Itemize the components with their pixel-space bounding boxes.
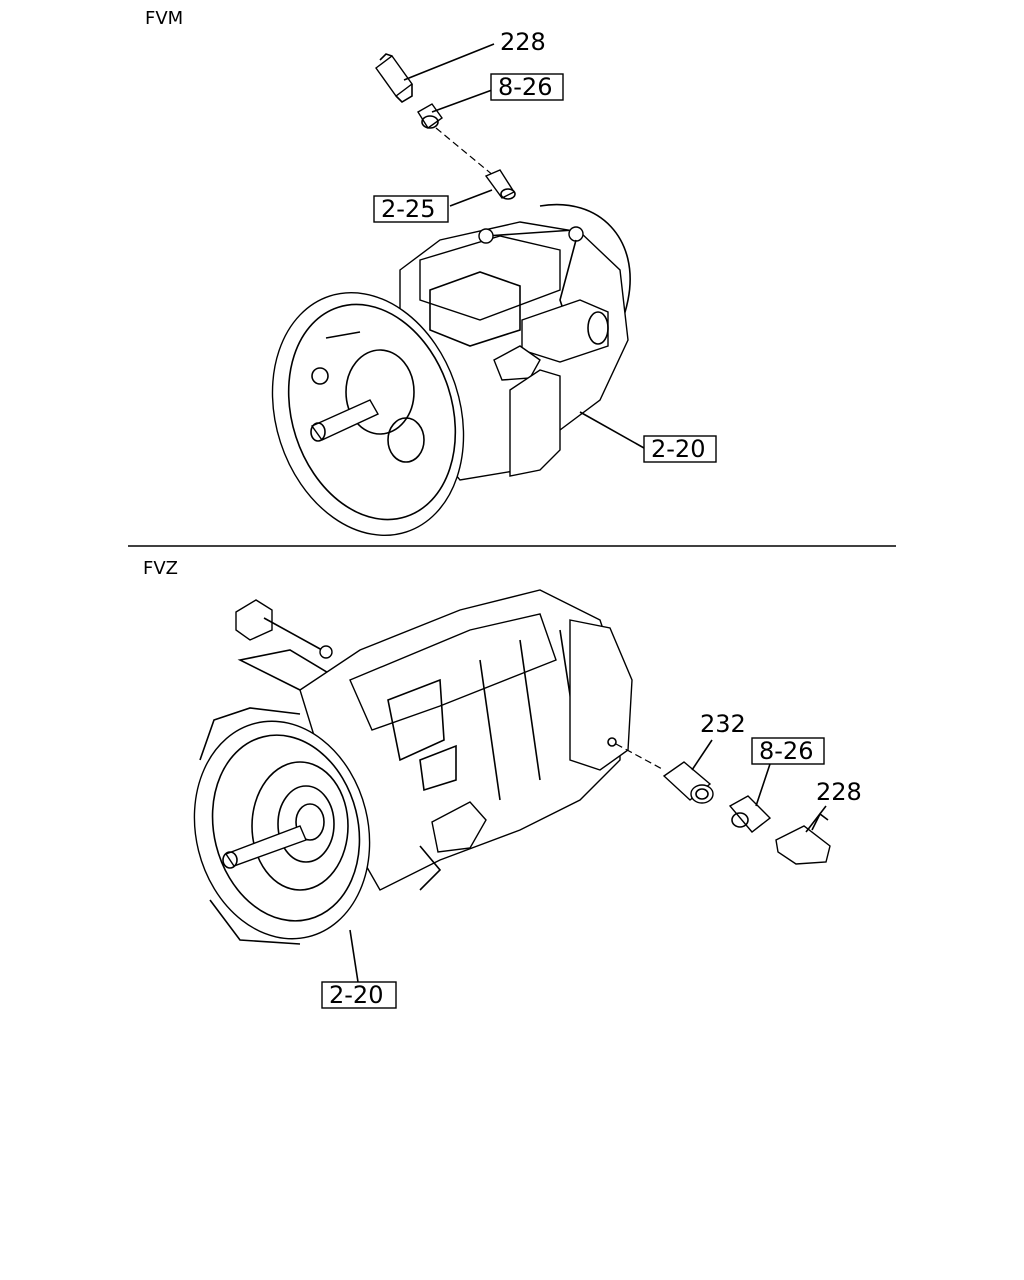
transmission-fvz	[193, 589, 633, 945]
switch-8-26-top	[417, 103, 443, 130]
callout-box-2-20-top	[643, 435, 717, 463]
section-title-fvm: FVM	[145, 8, 183, 29]
callout-box-8-26-bottom	[751, 737, 825, 765]
connector-228-top	[375, 53, 413, 104]
callout-box-2-20-bottom	[321, 981, 397, 1009]
callout-2-25-top: 2-25	[381, 195, 435, 223]
callout-228-bottom: 228	[816, 778, 862, 806]
switch-8-26-bottom	[728, 795, 772, 833]
leader-2-25-top	[449, 189, 493, 207]
callout-8-26-top: 8-26	[498, 73, 552, 101]
callout-2-20-top: 2-20	[651, 435, 705, 463]
callout-228-top: 228	[500, 28, 546, 56]
alignment-line-top	[435, 127, 495, 177]
callout-2-20-bottom: 2-20	[329, 981, 383, 1009]
section-title-fvz: FVZ	[143, 558, 178, 579]
fitting-2-25-top	[484, 169, 516, 200]
connector-228-bottom	[775, 812, 831, 865]
leader-8-26-bottom	[755, 763, 771, 807]
callout-8-26-bottom: 8-26	[759, 737, 813, 765]
leader-228-bottom	[805, 805, 827, 833]
callout-box-8-26-top	[490, 73, 564, 101]
transmission-fvm	[271, 203, 631, 537]
leader-2-20-bottom	[349, 929, 359, 983]
adapter-232-bottom	[662, 761, 714, 804]
leader-8-26-top	[431, 89, 493, 113]
leader-232-bottom	[691, 739, 713, 771]
alignment-line-bottom	[615, 743, 665, 771]
callout-box-2-25-top	[373, 195, 449, 223]
callout-232-bottom: 232	[700, 710, 746, 738]
leader-2-20-top	[579, 411, 645, 449]
leader-228-top	[403, 43, 495, 81]
